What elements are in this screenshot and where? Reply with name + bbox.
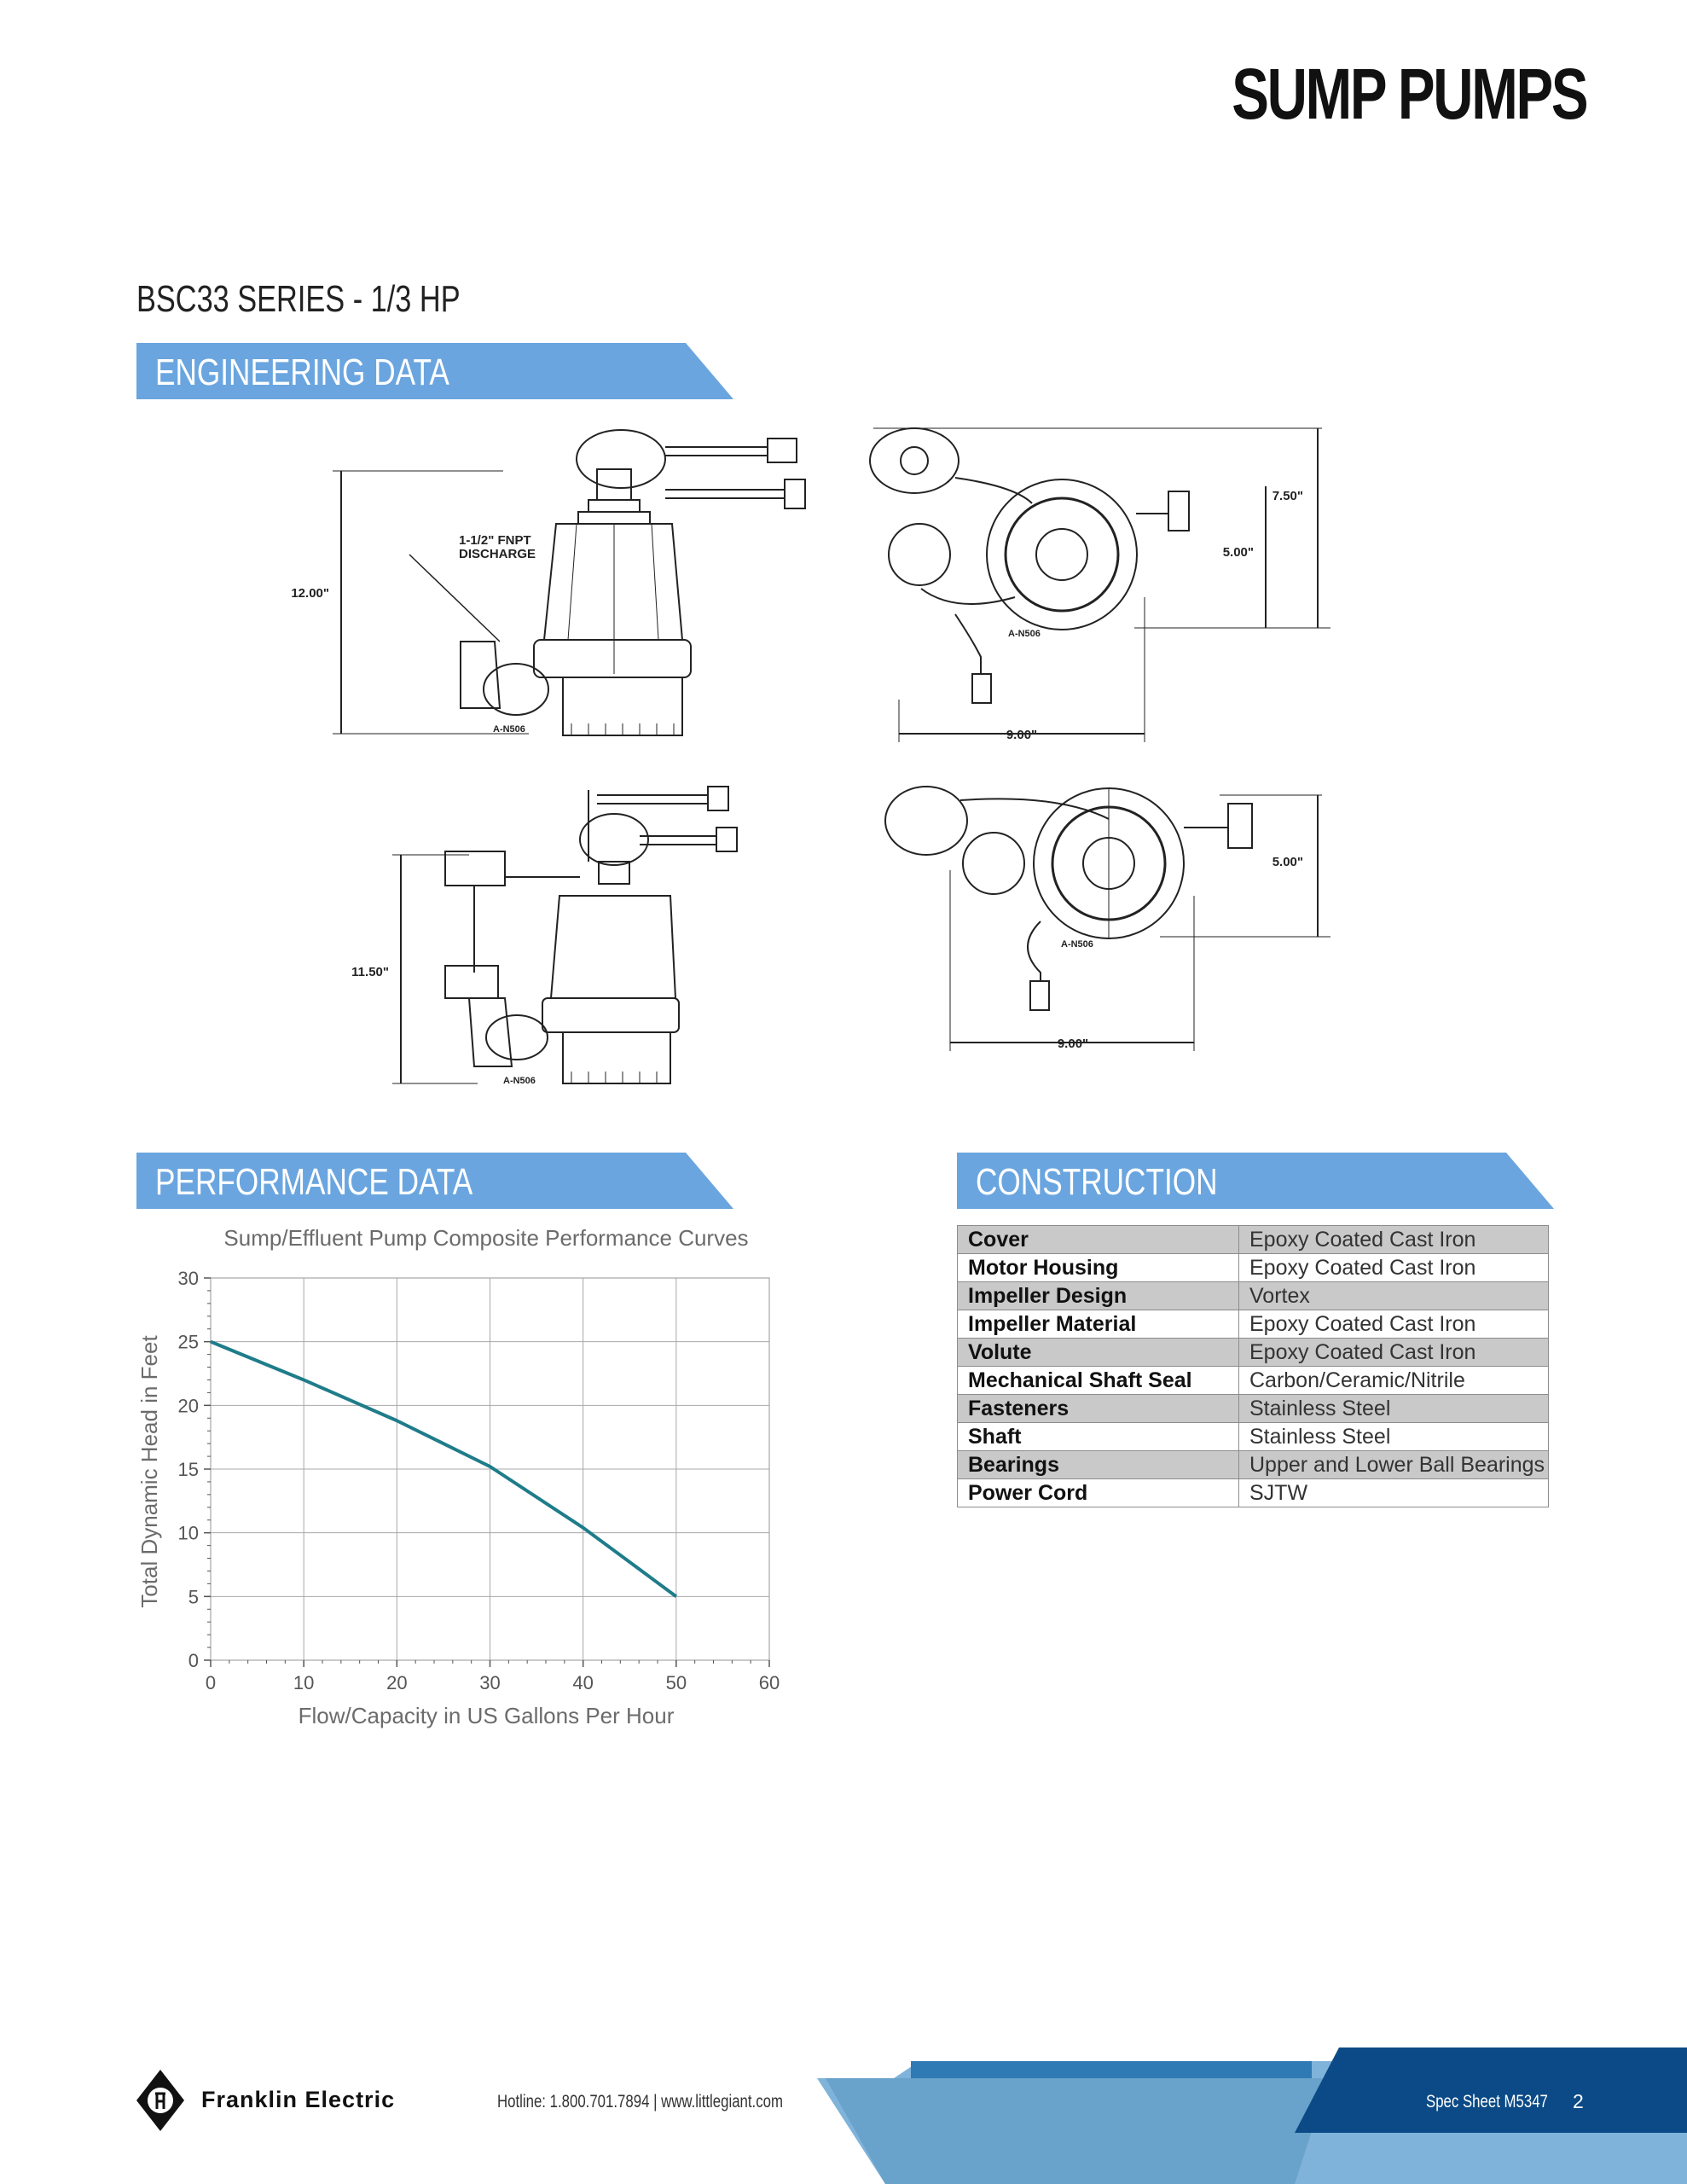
construction-label: Volute <box>957 1338 1239 1367</box>
chart-series <box>210 1339 678 1598</box>
depth-dimension-500-b: 5.00" <box>1272 855 1303 869</box>
hotline-text: Hotline: 1.800.701.7894 | www.littlegian… <box>497 2092 783 2111</box>
construction-label: Bearings <box>957 1450 1239 1479</box>
height-dimension-1150: 11.50" <box>351 965 389 979</box>
engineering-drawings: 1-1/2" FNPT DISCHARGE 12.00" A-N506 <box>291 427 1330 1086</box>
width-dimension-900-b: 9.00" <box>1058 1037 1088 1051</box>
page-number: 2 <box>1573 2090 1584 2112</box>
construction-label: Impeller Design <box>957 1281 1239 1310</box>
chart-tick-label-y: 30 <box>178 1268 199 1289</box>
construction-value: Epoxy Coated Cast Iron <box>1238 1225 1549 1254</box>
pump-side-view-2 <box>392 786 738 1084</box>
model-tag-4: A-N506 <box>1061 939 1093 950</box>
height-dimension-12: 12.00" <box>291 586 329 601</box>
chart-series-line <box>210 1339 678 1598</box>
discharge-label-line1: 1-1/2" FNPT <box>459 533 531 548</box>
construction-label: Power Cord <box>957 1478 1239 1507</box>
engineering-data-header: ENGINEERING DATA <box>136 343 733 399</box>
chart-grid <box>210 1277 770 1661</box>
chart-ticks: 0 10 20 30 40 50 60 0 5 10 15 20 25 30 <box>178 1268 780 1693</box>
construction-label: Mechanical Shaft Seal <box>957 1366 1239 1395</box>
chart-tick-label-x: 50 <box>666 1672 687 1693</box>
series-title: BSC33 SERIES - 1/3 HP <box>136 278 461 320</box>
chart-tick-label-y: 15 <box>178 1459 199 1480</box>
chart-tick-label-y: 10 <box>178 1523 199 1544</box>
construction-label: Fasteners <box>957 1394 1239 1423</box>
performance-chart: Sump/Effluent Pump Composite Performance… <box>136 1225 780 1728</box>
construction-value: Epoxy Coated Cast Iron <box>1238 1310 1549 1339</box>
chart-tick-label-x: 30 <box>479 1672 500 1693</box>
chart-tick-label-x: 0 <box>206 1672 216 1693</box>
construction-label: CONSTRUCTION <box>976 1161 1218 1203</box>
chart-tick-label-x: 40 <box>572 1672 593 1693</box>
model-tag-1: A-N506 <box>493 724 525 735</box>
construction-label: Cover <box>957 1225 1239 1254</box>
franklin-electric-logo-icon <box>136 2070 184 2131</box>
chart-title: Sump/Effluent Pump Composite Performance… <box>223 1225 748 1251</box>
model-tag-2: A-N506 <box>1008 629 1041 639</box>
engineering-data-label: ENGINEERING DATA <box>155 351 449 393</box>
construction-label: Impeller Material <box>957 1310 1239 1339</box>
chart-tick-label-y: 20 <box>178 1395 199 1416</box>
chart-tick-label-y: 0 <box>188 1650 199 1671</box>
construction-label: Shaft <box>957 1422 1239 1451</box>
chart-tick-label-x: 10 <box>293 1672 314 1693</box>
construction-value: Stainless Steel <box>1238 1422 1549 1451</box>
model-tag-3: A-N506 <box>503 1076 536 1086</box>
depth-dimension-500-a: 5.00" <box>1223 545 1254 560</box>
page-title: SUMP PUMPS <box>1232 54 1588 134</box>
performance-data-header: PERFORMANCE DATA <box>136 1153 733 1209</box>
pump-top-view-2 <box>884 786 1330 1051</box>
brand-name: Franklin Electric <box>201 2087 396 2112</box>
depth-dimension-750: 7.50" <box>1272 489 1303 503</box>
discharge-label-line2: DISCHARGE <box>459 547 536 561</box>
construction-value: Upper and Lower Ball Bearings <box>1238 1450 1549 1479</box>
chart-tick-label-y: 25 <box>178 1332 199 1353</box>
chart-tick-label-x: 20 <box>386 1672 407 1693</box>
spec-sheet-number: Spec Sheet M5347 <box>1426 2092 1548 2111</box>
pump-top-view-1 <box>869 427 1330 742</box>
construction-value: Stainless Steel <box>1238 1394 1549 1423</box>
performance-data-label: PERFORMANCE DATA <box>155 1161 473 1203</box>
footer-band <box>817 2048 1687 2184</box>
construction-value: Vortex <box>1238 1281 1549 1310</box>
pump-side-view-1 <box>333 429 806 736</box>
chart-x-axis-label: Flow/Capacity in US Gallons Per Hour <box>299 1703 675 1728</box>
width-dimension-900-a: 9.00" <box>1006 728 1037 742</box>
construction-label: Motor Housing <box>957 1253 1239 1282</box>
construction-header: CONSTRUCTION <box>957 1153 1554 1209</box>
chart-tick-label-y: 5 <box>188 1586 199 1607</box>
construction-value: Epoxy Coated Cast Iron <box>1238 1253 1549 1282</box>
chart-tick-label-x: 60 <box>759 1672 780 1693</box>
construction-value: Carbon/Ceramic/Nitrile <box>1238 1366 1549 1395</box>
chart-y-axis-label: Total Dynamic Head in Feet <box>136 1335 162 1608</box>
construction-value: Epoxy Coated Cast Iron <box>1238 1338 1549 1367</box>
construction-value: SJTW <box>1238 1478 1549 1507</box>
